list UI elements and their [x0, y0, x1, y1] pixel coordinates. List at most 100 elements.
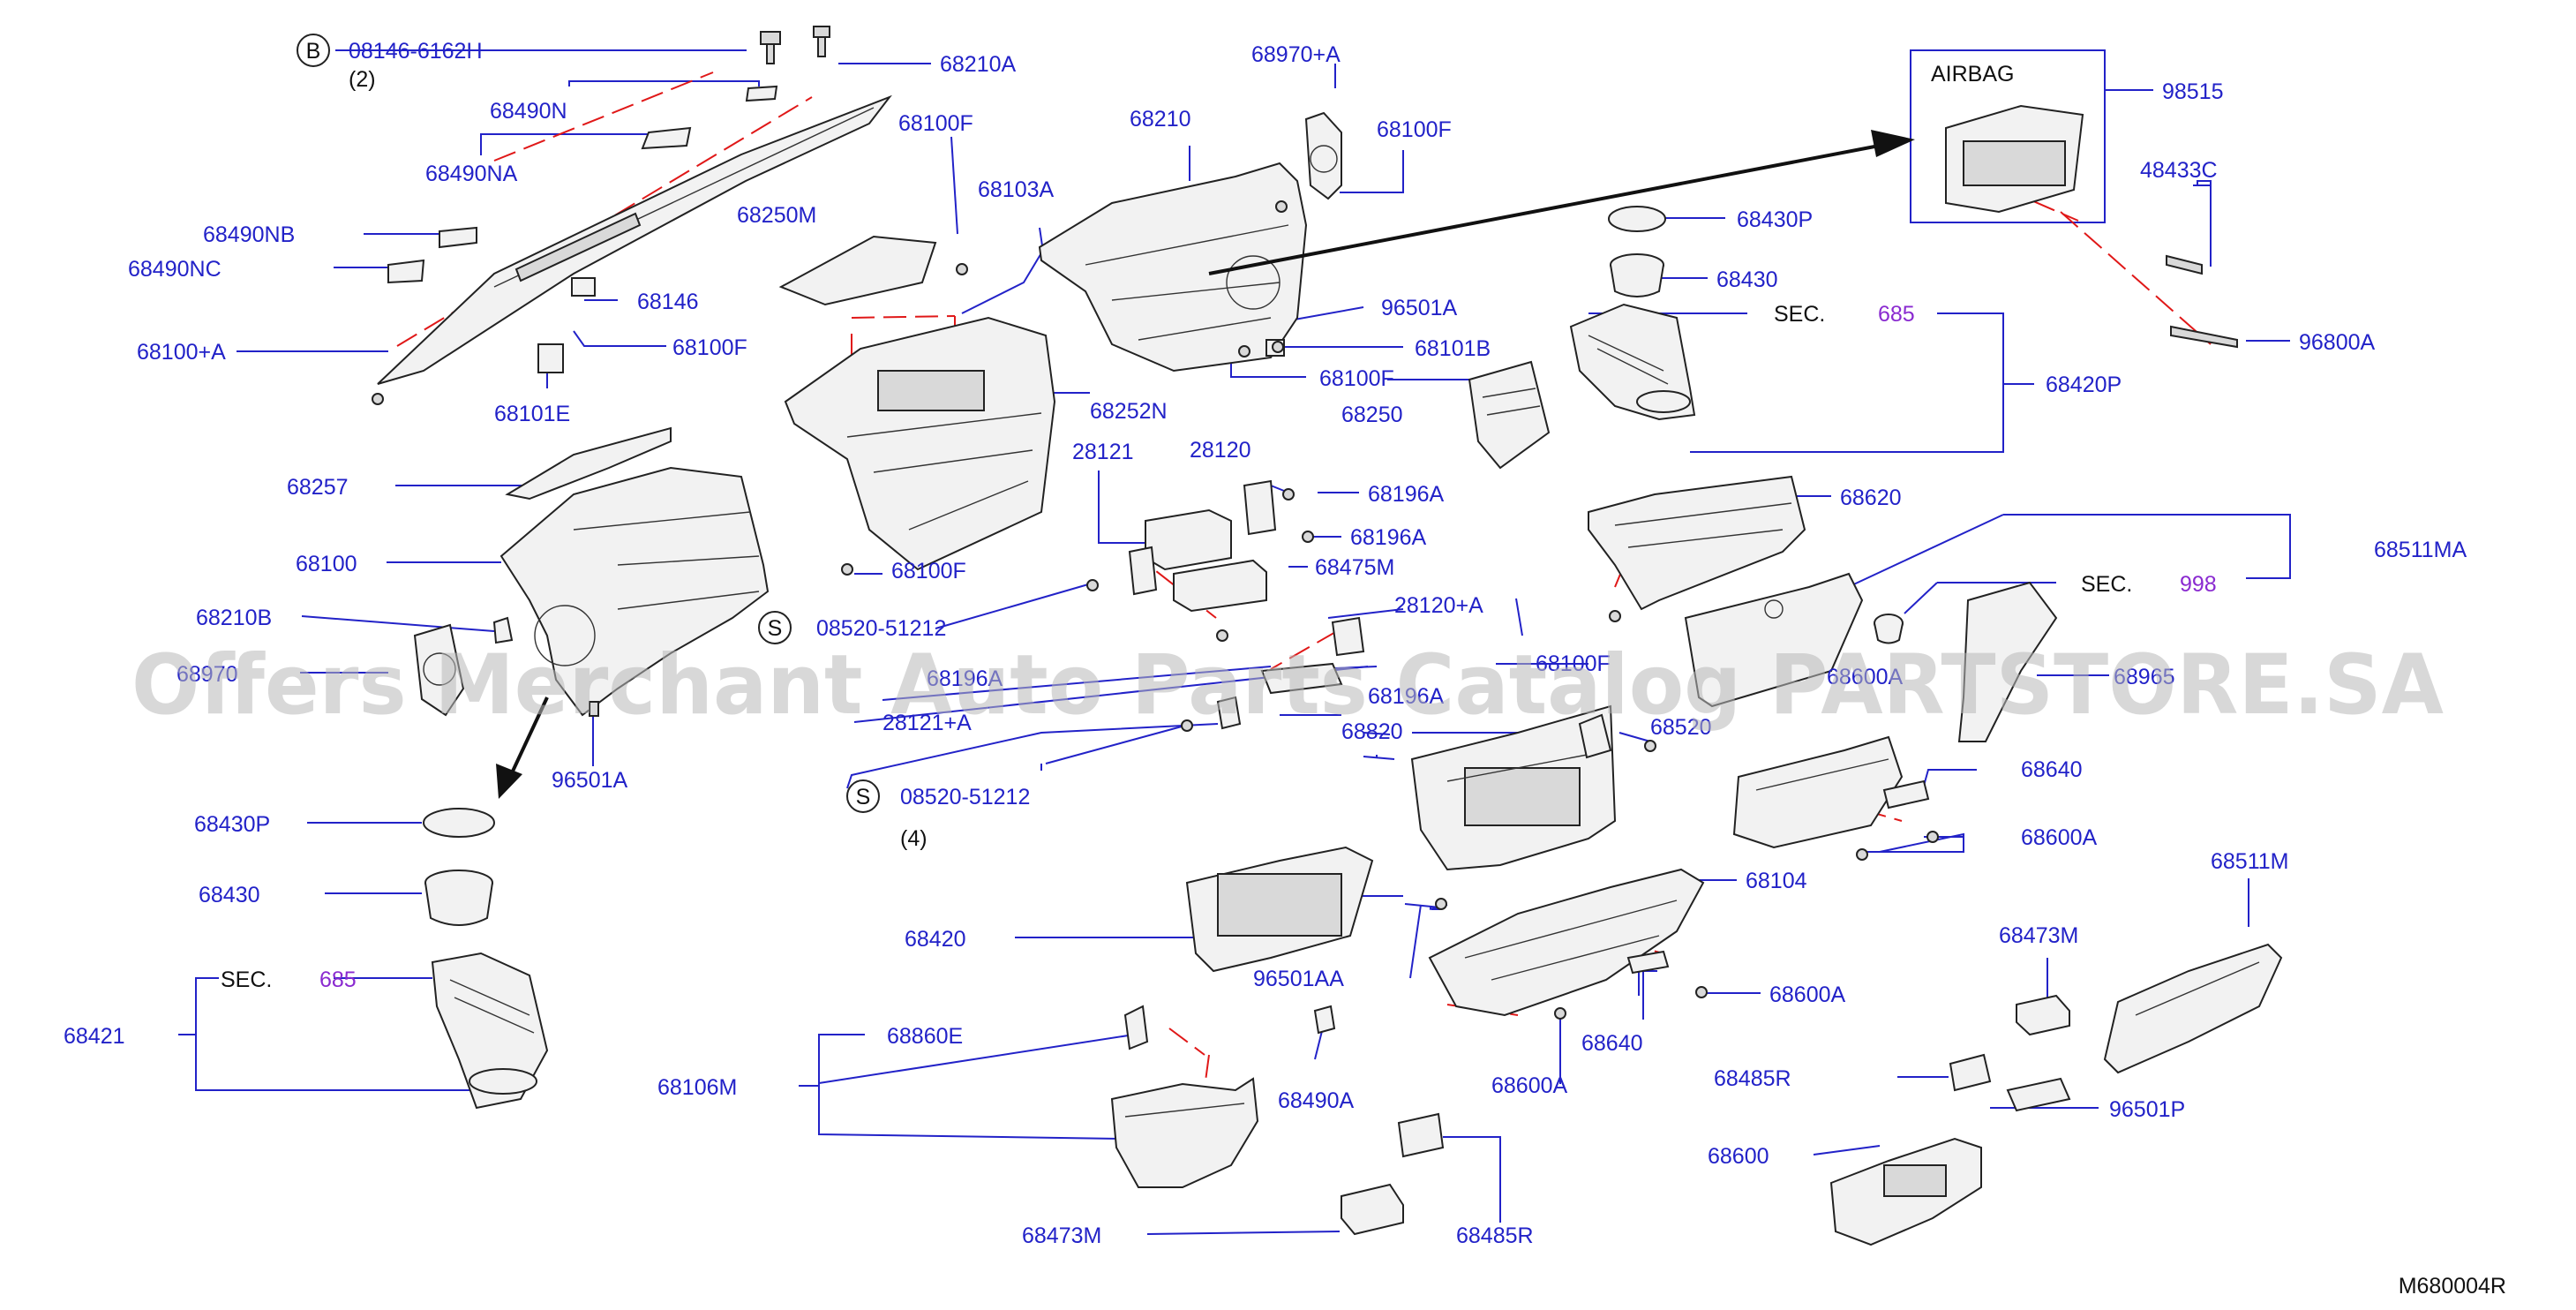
cup-68430-lower — [424, 870, 493, 926]
label-96800a: 96800A — [2299, 330, 2376, 355]
screw-68100f-mid — [1238, 345, 1250, 358]
clip-96501a-left — [589, 701, 599, 717]
label-68600a-d: 68600A — [1491, 1073, 1568, 1098]
cover-68490na — [641, 126, 692, 150]
bracket-28120a — [1331, 616, 1365, 657]
label-68100f-c: 68100F — [891, 559, 966, 583]
dashboard-68100 — [499, 466, 770, 717]
label-68100f-f: 68100F — [1536, 651, 1611, 676]
frame-68103a — [784, 316, 1056, 571]
label-68490nb: 68490NB — [203, 222, 295, 247]
bin-68640-right — [1732, 735, 1904, 849]
lid-68511ma — [1684, 572, 1864, 708]
sec-label-upper: SEC. — [1774, 302, 1825, 327]
trim-68257 — [505, 426, 672, 501]
cover-68490nb — [439, 226, 477, 249]
panel-68420 — [1185, 846, 1374, 973]
label-68106m: 68106M — [657, 1075, 737, 1100]
panel-68250 — [1468, 360, 1551, 470]
label-68101b: 68101B — [1415, 336, 1491, 361]
label-68100f-b: 68100F — [898, 111, 973, 136]
label-68485r-a: 68485R — [1714, 1066, 1791, 1091]
speaker-68970 — [413, 623, 465, 717]
label-96501a-a: 96501A — [1381, 296, 1458, 320]
sec-label-lower: SEC. — [221, 967, 272, 992]
screw-68100f-c — [841, 563, 853, 576]
screw-68600a-right-b — [1926, 831, 1939, 843]
screw-68100f-f — [1609, 610, 1621, 622]
label-68100a-plus: 68100+A — [137, 340, 226, 365]
bolt-48433c — [2166, 254, 2203, 275]
screw-96501aa — [1435, 898, 1447, 910]
label-68475m: 68475M — [1315, 555, 1394, 580]
latch-68640-lower — [1626, 950, 1670, 975]
screw-68196a-c — [1216, 629, 1228, 642]
label-68820: 68820 — [1341, 719, 1403, 744]
clip-68490n — [745, 85, 778, 102]
label-08520-51212-b: 08520-51212 — [900, 785, 1030, 809]
label-68196a-d: 68196A — [1368, 684, 1445, 709]
label-68970a-plus: 68970+A — [1251, 42, 1341, 67]
label-68490na: 68490NA — [425, 162, 518, 186]
label-68146: 68146 — [637, 290, 699, 314]
label-28121a-plus: 28121+A — [882, 711, 972, 735]
cupholder-arrow — [496, 696, 549, 799]
label-68600a-b: 68600A — [2021, 825, 2098, 850]
label-08146-6162h: 08146-6162H — [349, 39, 483, 64]
knob-sec-998 — [1874, 614, 1904, 644]
callout-labels: B 08146-6162H (2) 68210A 68490N 68490NA … — [64, 39, 2506, 1299]
label-68965: 68965 — [2114, 665, 2175, 689]
sec-label-998: SEC. — [2081, 572, 2132, 597]
screw-68600a-right-a — [1856, 848, 1868, 861]
label-68640-b: 68640 — [1581, 1031, 1643, 1056]
label-28120a-plus: 28120+A — [1394, 593, 1483, 618]
label-68490nc: 68490NC — [128, 257, 222, 282]
s-symbol-circle-1 — [758, 611, 792, 644]
sec-998: 998 — [2180, 572, 2217, 597]
b-symbol-circle — [297, 34, 330, 67]
screw-68196a-a — [1282, 488, 1295, 501]
label-68430-lower: 68430 — [199, 883, 260, 907]
label-68250m: 68250M — [737, 203, 816, 228]
cupholder-68420p — [1569, 303, 1696, 421]
label-68430-upper: 68430 — [1716, 267, 1778, 292]
label-68600a-a: 68600A — [1827, 665, 1904, 689]
frame-68620 — [1588, 475, 1806, 611]
label-68196a-b: 68196A — [1350, 525, 1427, 550]
diagram-code: M680004R — [2399, 1274, 2506, 1299]
label-68252n: 68252N — [1090, 399, 1168, 424]
label-68511m: 68511M — [2211, 849, 2289, 874]
holder-68485r-lower — [1397, 1112, 1445, 1158]
label-68421: 68421 — [64, 1024, 125, 1049]
label-96501aa: 96501AA — [1253, 967, 1344, 991]
airbag-module-98515 — [1945, 104, 2084, 214]
cup-68430-upper — [1610, 253, 1664, 297]
label-68101e: 68101E — [494, 402, 570, 426]
cover-68250m — [778, 235, 937, 306]
airbag-label: AIRBAG — [1931, 62, 2014, 87]
radio-bracket-assembly — [1128, 479, 1277, 613]
clip-68490a — [1313, 1005, 1336, 1035]
bracket-68210b — [492, 616, 514, 644]
clip-68146 — [571, 277, 596, 297]
screw-08520-a — [1086, 579, 1099, 591]
label-28121: 28121 — [1072, 440, 1134, 464]
s-symbol-circle-2 — [846, 779, 880, 813]
screw-68100a — [372, 393, 384, 405]
screw-68100f-top — [1275, 200, 1288, 213]
label-96501a-b: 96501A — [552, 768, 628, 793]
label-68210a: 68210A — [940, 52, 1017, 77]
label-68100f-d: 68100F — [1377, 117, 1452, 142]
label-68430p-lower: 68430P — [194, 812, 270, 837]
label-96501p: 96501P — [2109, 1097, 2185, 1122]
label-68420: 68420 — [905, 927, 966, 952]
label-68620: 68620 — [1840, 486, 1902, 510]
lid-68511m — [2103, 943, 2283, 1074]
bracket-28121a — [1216, 696, 1242, 730]
bin-68473m-lower — [1341, 1183, 1404, 1236]
bracket-96501p — [2006, 1077, 2071, 1112]
b-symbol: B — [306, 39, 321, 64]
label-48433c: 48433C — [2140, 158, 2218, 183]
